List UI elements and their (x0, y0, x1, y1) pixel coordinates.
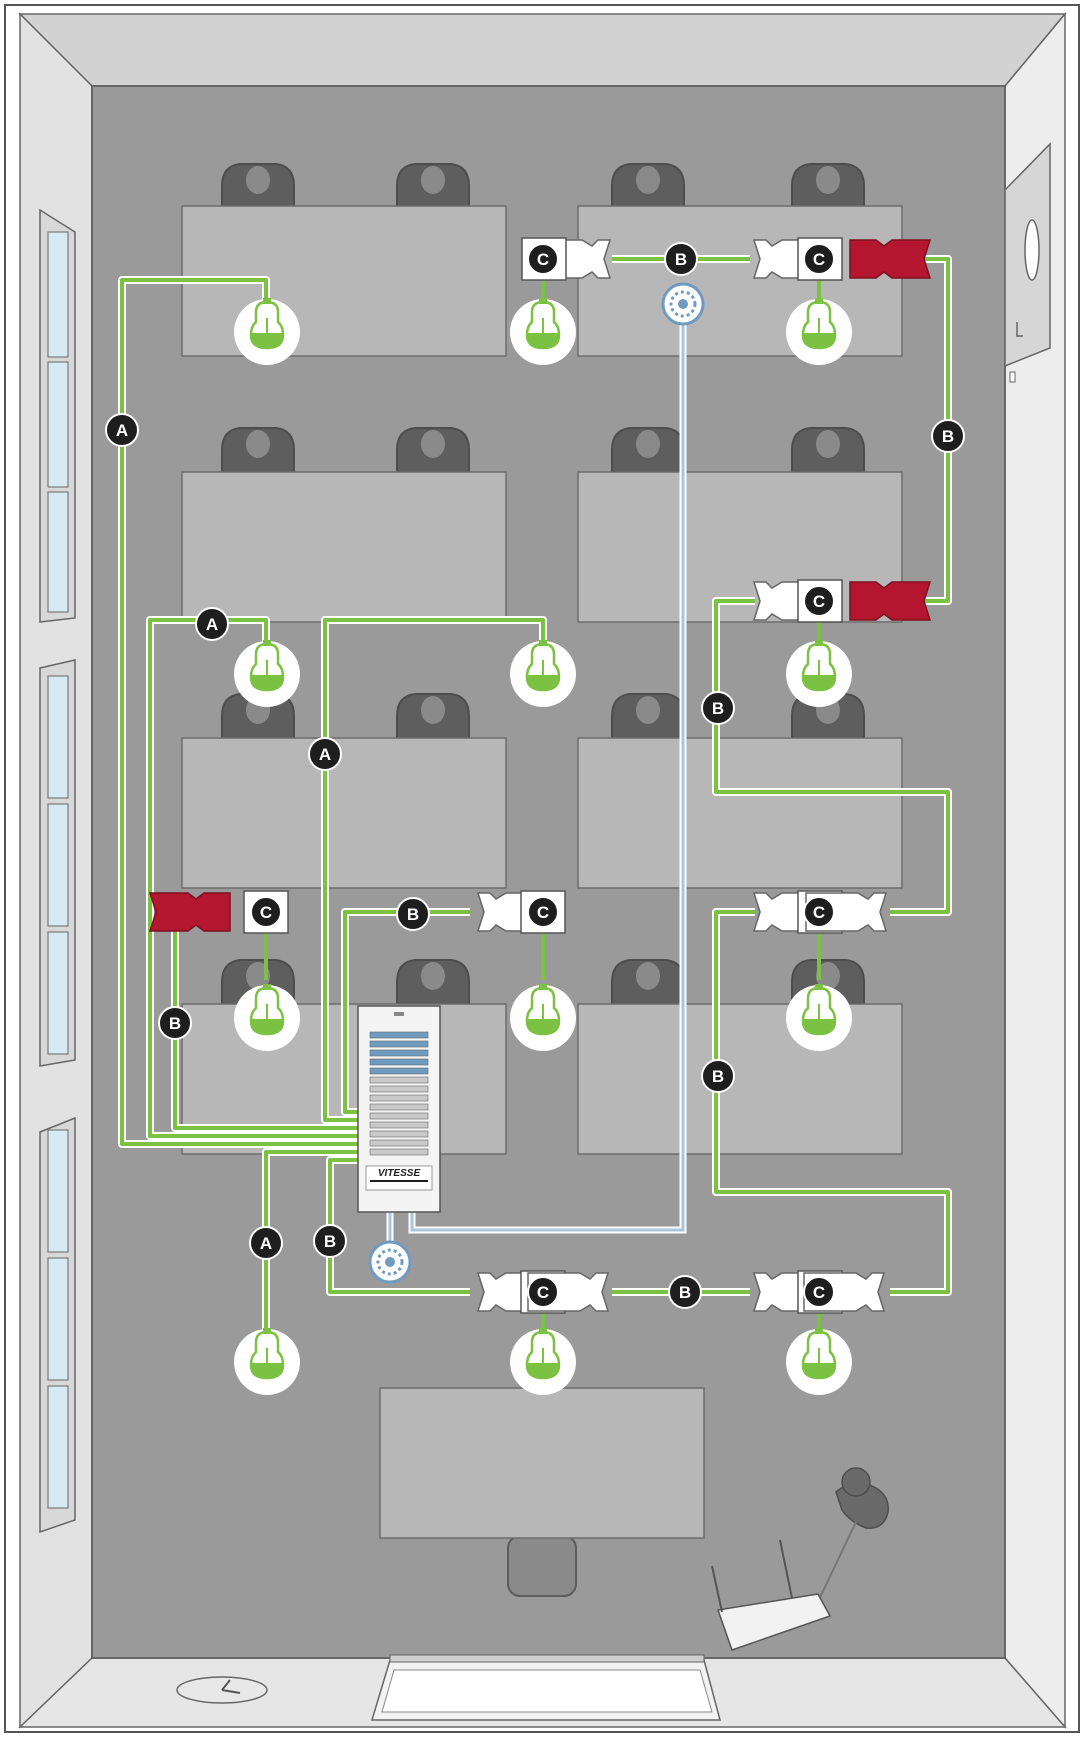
controller-terminal (369, 1067, 429, 1075)
control-c-badge: C (803, 585, 835, 617)
badge-label: A (206, 615, 218, 634)
badge-label: B (942, 427, 954, 446)
badge-label: B (169, 1014, 181, 1033)
wall-clock (176, 1676, 268, 1704)
window-group-1 (39, 208, 76, 623)
top-wall (18, 13, 1067, 87)
cable-b-badge: B (668, 1275, 702, 1309)
badge-label: A (116, 421, 128, 440)
cable-a-badge: A (308, 737, 342, 771)
cable-b-badge: B (396, 897, 430, 931)
cable-b-badge: B (701, 691, 735, 725)
cable-badges: A A A A B B B B B B B B C C C C C C C C (105, 242, 965, 1309)
badge-label: B (712, 699, 724, 718)
door (1004, 142, 1051, 383)
cable-a-badge: A (249, 1226, 283, 1260)
controller-terminal (369, 1076, 429, 1084)
cable-a-badge: A (195, 607, 229, 641)
control-c-badge: C (250, 896, 282, 928)
badge-label: C (813, 1283, 825, 1302)
sensor-cable (386, 324, 687, 1242)
cable-b-badge: B (158, 1006, 192, 1040)
controller-terminal (369, 1040, 429, 1048)
badge-label: A (319, 745, 331, 764)
badge-label: C (260, 903, 272, 922)
window-group-2 (39, 659, 76, 1067)
teacher-with-remote (813, 1467, 889, 1611)
badge-label: A (260, 1234, 272, 1253)
controller-brand: VITESSE (378, 1168, 421, 1179)
controller-terminal (369, 1094, 429, 1102)
badge-label: C (537, 250, 549, 269)
controller-terminal (369, 1103, 429, 1111)
controller-terminal (369, 1139, 429, 1147)
control-c-badge: C (803, 243, 835, 275)
controller-terminal (369, 1130, 429, 1138)
badge-label: B (407, 905, 419, 924)
badge-label: B (675, 250, 687, 269)
controller-terminal (369, 1058, 429, 1066)
controller-terminal (369, 1031, 429, 1039)
controller-terminal (369, 1049, 429, 1057)
cable-a-badge: A (105, 413, 139, 447)
badge-label: C (537, 903, 549, 922)
ceiling-sensor-icon (661, 282, 705, 326)
control-c-badge: C (803, 1276, 835, 1308)
control-c-badge: C (803, 896, 835, 928)
teacher-desk (379, 1387, 705, 1597)
badge-label: C (813, 903, 825, 922)
badge-label: C (537, 1283, 549, 1302)
badge-label: C (813, 250, 825, 269)
badge-label: B (324, 1232, 336, 1251)
cable-b-badge: B (313, 1224, 347, 1258)
controller-terminal (369, 1148, 429, 1156)
cable-b-badge: B (664, 242, 698, 276)
badge-label: B (679, 1283, 691, 1302)
wifi-router-icon (711, 1539, 832, 1651)
control-c-badge: C (527, 243, 559, 275)
control-c-badge: C (527, 896, 559, 928)
controller-terminal (369, 1112, 429, 1120)
controller-terminal (369, 1085, 429, 1093)
window-group-3 (39, 1116, 76, 1534)
controller-unit: VITESSE (357, 1005, 441, 1213)
control-c-badge: C (527, 1276, 559, 1308)
badge-label: B (712, 1067, 724, 1086)
controller-terminal (369, 1121, 429, 1129)
whiteboard (370, 1654, 721, 1721)
cable-b-badge: B (931, 419, 965, 453)
sensor-icon (368, 1240, 412, 1284)
badge-label: C (813, 592, 825, 611)
cable-b-badge: B (701, 1059, 735, 1093)
